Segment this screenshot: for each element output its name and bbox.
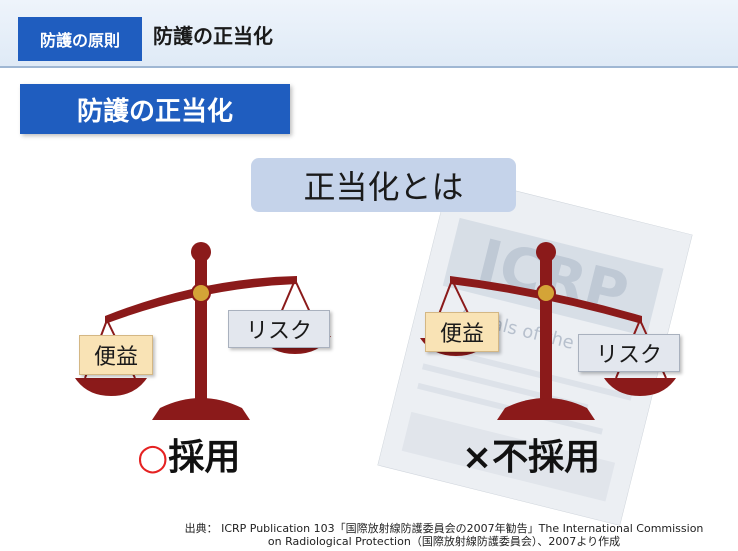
source-caption: 出典： ICRP Publication 103「国際放射線防護委員会の2007… — [150, 522, 738, 548]
left-risk-label: リスク — [228, 310, 330, 348]
question-box: 正当化とは — [251, 158, 516, 212]
section-title: 防護の正当化 — [20, 84, 290, 134]
header-bar: 防護の原則 防護の正当化 — [0, 0, 738, 68]
header-title: 防護の正当化 — [153, 24, 273, 48]
icrp-cover-image: ICRP Annals of the ICRP — [376, 173, 694, 527]
right-benefit-label: 便益 — [425, 312, 499, 352]
right-verdict: ×不採用 — [462, 428, 600, 480]
right-risk-label: リスク — [578, 334, 680, 372]
left-verdict-text: 採用 — [168, 437, 241, 478]
right-verdict-text: 不採用 — [492, 437, 601, 478]
circle-mark-icon: ○ — [137, 437, 169, 478]
icrp-document-cover: ICRP Annals of the ICRP — [376, 173, 694, 527]
header-tag: 防護の原則 — [18, 17, 142, 61]
left-verdict: ○採用 — [137, 428, 240, 480]
left-benefit-label: 便益 — [79, 335, 153, 375]
caption-line-1: 出典： ICRP Publication 103「国際放射線防護委員会の2007… — [184, 522, 704, 535]
caption-line-2: on Radiological Protection（国際放射線防護委員会）、2… — [267, 535, 621, 548]
cross-mark-icon: × — [462, 437, 493, 478]
